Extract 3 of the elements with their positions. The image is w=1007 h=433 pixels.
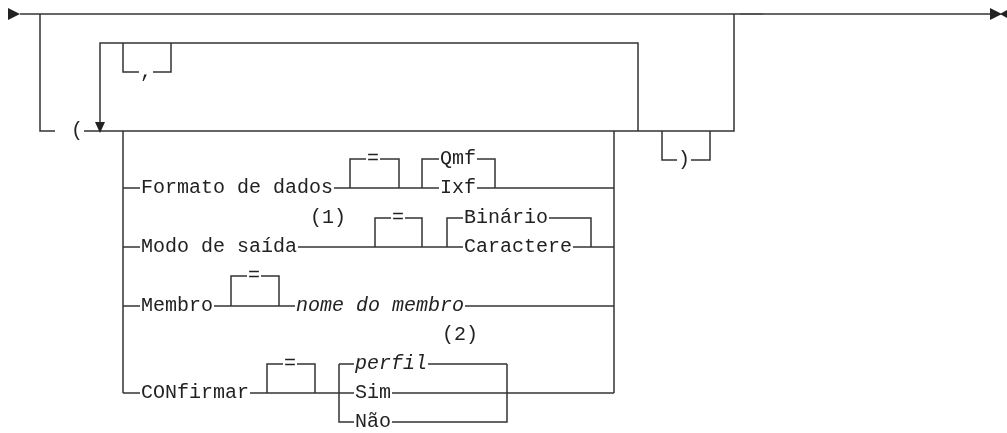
syntax-symbol: ) xyxy=(677,150,691,170)
variable-text: perfil xyxy=(354,354,428,374)
option-text: Qmf xyxy=(439,149,477,169)
